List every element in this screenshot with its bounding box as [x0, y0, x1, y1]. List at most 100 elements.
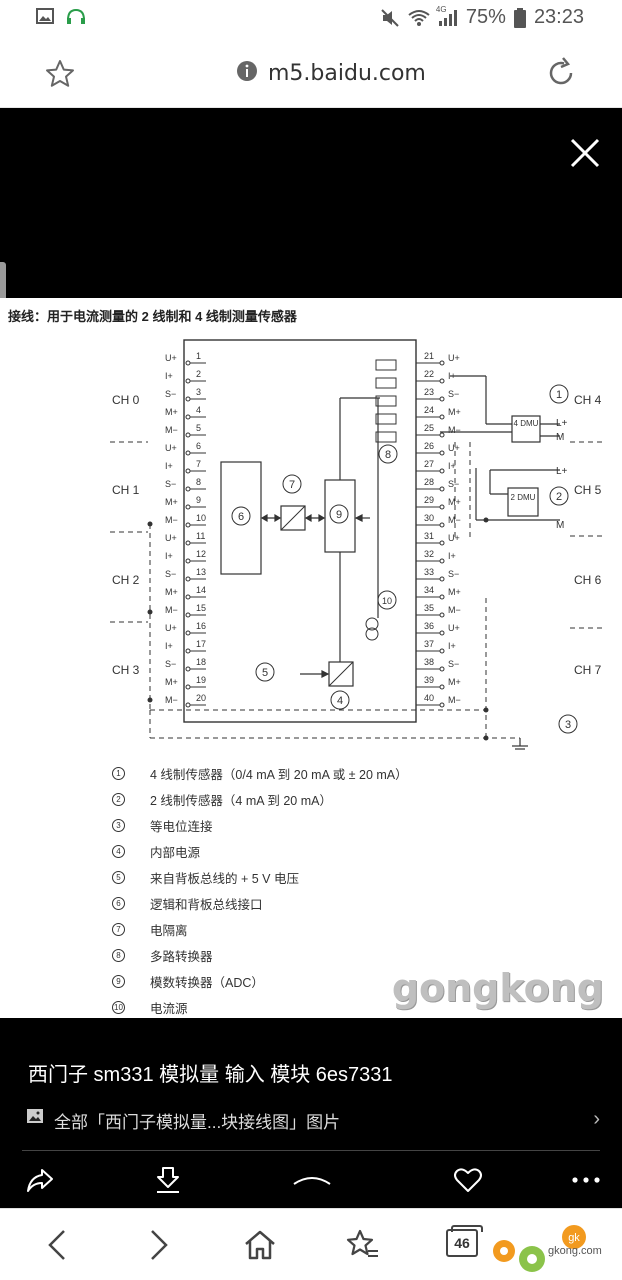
pin-number-right: 36: [424, 621, 434, 631]
pin-terminal-right: [439, 576, 445, 582]
wiring-diagram: 4 DMU 2 DMU L+ M L+ M 6 7 9 4 5: [110, 339, 604, 750]
legend-text: 内部电源: [150, 845, 201, 860]
channel-label-left: CH 1: [112, 483, 140, 497]
pin-number-left: 11: [196, 531, 205, 541]
pin-label-right: I+: [448, 551, 456, 561]
pin-number-right: 39: [424, 675, 434, 685]
pin-label-left: I+: [165, 551, 173, 561]
pin-terminal-left: [185, 684, 191, 690]
download-icon[interactable]: [152, 1164, 184, 1196]
pin-terminal-left: [185, 504, 191, 510]
pin-label-left: I+: [165, 641, 173, 651]
channel-label-right: CH 6: [574, 573, 602, 587]
callout-9: 9: [336, 509, 342, 521]
terminal-m-ch4: M: [556, 432, 564, 443]
action-bar: [0, 1152, 622, 1208]
pin-number-left: 14: [196, 585, 206, 595]
pin-number-right: 21: [424, 351, 434, 361]
info-icon[interactable]: [236, 60, 258, 87]
diagram-title: 接线：用于电流测量的 2 线制和 4 线制测量传感器: [8, 309, 297, 324]
pin-terminal-left: [185, 702, 191, 708]
reload-icon[interactable]: [544, 56, 578, 90]
pin-number-left: 13: [196, 567, 206, 577]
image-caption-title: 西门子 sm331 模拟量 输入 模块 6es7331: [28, 1064, 393, 1086]
pin-label-right: I+: [448, 641, 456, 651]
pin-label-right: M−: [448, 605, 461, 615]
pin-label-right: S−: [448, 569, 459, 579]
divider: [22, 1150, 600, 1151]
pin-terminal-left: [185, 576, 191, 582]
terminal-m-ch5: M: [556, 520, 564, 531]
share-icon[interactable]: [24, 1164, 56, 1196]
callout-5: 5: [262, 667, 268, 679]
legend-number: 9: [112, 974, 125, 988]
close-icon[interactable]: [568, 136, 602, 170]
pin-number-left: 12: [196, 549, 206, 559]
legend-number: 6: [112, 896, 125, 910]
pin-terminal-right: [439, 504, 445, 510]
pin-number-right: 27: [424, 459, 434, 469]
chevron-up-icon[interactable]: [292, 1164, 332, 1196]
pin-terminal-left: [185, 414, 191, 420]
pin-label-right: M+: [448, 497, 461, 507]
pin-number-right: 23: [424, 387, 434, 397]
pin-number-right: 30: [424, 513, 434, 523]
wiring-diagram-image[interactable]: 接线：用于电流测量的 2 线制和 4 线制测量传感器: [0, 298, 622, 1018]
pin-label-right: M+: [448, 407, 461, 417]
star-icon[interactable]: [44, 58, 76, 90]
home-icon[interactable]: [242, 1227, 278, 1263]
pin-terminal-right: [439, 630, 445, 636]
pin-number-left: 2: [196, 369, 201, 379]
pin-number-right: 26: [424, 441, 434, 451]
pin-label-right: U+: [448, 533, 460, 543]
url-field[interactable]: m5.baidu.com: [236, 60, 426, 87]
pin-number-right: 34: [424, 585, 434, 595]
callout-2: 2: [556, 491, 562, 503]
pin-label-left: M+: [165, 497, 178, 507]
url-text: m5.baidu.com: [268, 61, 426, 86]
legend-text: 多路转换器: [150, 949, 213, 964]
legend-text: 来自背板总线的 + 5 V 电压: [150, 871, 299, 886]
pin-label-right: S−: [448, 389, 459, 399]
legend-item: 9 模数转换器（ADC）: [112, 968, 408, 994]
legend-text: 逻辑和背板总线接口: [150, 897, 263, 912]
bookmarks-icon[interactable]: [344, 1227, 380, 1263]
status-bar: 4G 75% 23:23: [0, 0, 622, 38]
pin-terminal-left: [185, 486, 191, 492]
legend-text: 模数转换器（ADC）: [150, 975, 264, 990]
pin-terminal-left: [185, 378, 191, 384]
pin-terminal-left: [185, 630, 191, 636]
pin-label-right: I+: [448, 371, 456, 381]
pin-terminal-left: [185, 468, 191, 474]
site-logo-text: gkong.com: [548, 1245, 602, 1257]
channel-label-left: CH 3: [112, 663, 140, 677]
pin-terminal-right: [439, 540, 445, 546]
pin-number-right: 29: [424, 495, 434, 505]
album-link[interactable]: 全部「西门子模拟量...块接线图」图片 ›: [0, 1094, 622, 1142]
legend-number: 10: [112, 1000, 125, 1014]
pin-terminal-right: [439, 486, 445, 492]
chevron-right-icon: ›: [593, 1108, 600, 1130]
pin-terminal-right: [439, 702, 445, 708]
battery-icon: [513, 7, 526, 28]
pin-terminal-right: [439, 612, 445, 618]
tabs-icon[interactable]: 46: [446, 1225, 483, 1257]
pin-terminal-right: [439, 450, 445, 456]
pin-label-left: U+: [165, 533, 177, 543]
forward-icon[interactable]: [140, 1227, 176, 1263]
album-image-icon: [26, 1108, 44, 1129]
pin-terminal-left: [185, 522, 191, 528]
pin-label-right: M+: [448, 677, 461, 687]
pin-terminal-left: [185, 648, 191, 654]
heart-icon[interactable]: [452, 1164, 484, 1196]
more-icon[interactable]: [570, 1164, 602, 1196]
back-icon[interactable]: [40, 1227, 76, 1263]
pin-number-left: 7: [196, 459, 201, 469]
pin-number-right: 31: [424, 531, 434, 541]
svg-text:gk: gk: [568, 1232, 580, 1244]
